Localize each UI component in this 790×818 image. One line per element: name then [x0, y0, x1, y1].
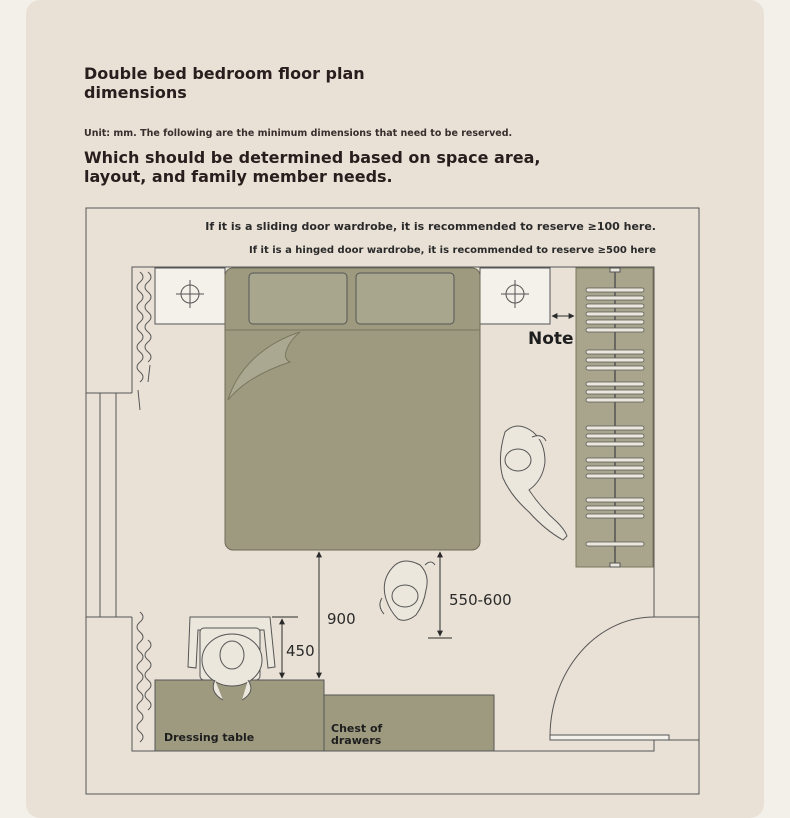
page-subtitle: Which should be determined based on spac…	[84, 148, 541, 186]
door	[549, 616, 670, 741]
wardrobe	[575, 267, 654, 568]
chest-label-line2: drawers	[331, 734, 382, 747]
note-label: Note	[528, 329, 574, 349]
page-title: Double bed bedroom floor plan dimensions	[84, 64, 365, 102]
person-icon	[379, 560, 436, 621]
nightstand-left	[154, 267, 226, 325]
dimension-450-label: 450	[286, 642, 315, 660]
chest-label-line1: Chest of	[331, 722, 383, 735]
dimension-550-600-label: 550-600	[449, 591, 512, 609]
unit-note: Unit: mm. The following are the minimum …	[84, 128, 513, 139]
person-icon	[499, 425, 568, 541]
nightstand-right	[479, 267, 551, 325]
dressing-table-label: Dressing table	[164, 731, 254, 744]
chair-person-icon	[187, 616, 276, 701]
double-bed	[224, 267, 481, 551]
sliding-door-note: If it is a sliding door wardrobe, it is …	[205, 220, 656, 233]
dimension-900-label: 900	[327, 610, 356, 628]
chest-of-drawers	[323, 694, 495, 752]
hinged-door-note: If it is a hinged door wardrobe, it is r…	[249, 245, 656, 256]
outer-boundary	[85, 207, 700, 795]
curtain-icon	[136, 271, 152, 743]
